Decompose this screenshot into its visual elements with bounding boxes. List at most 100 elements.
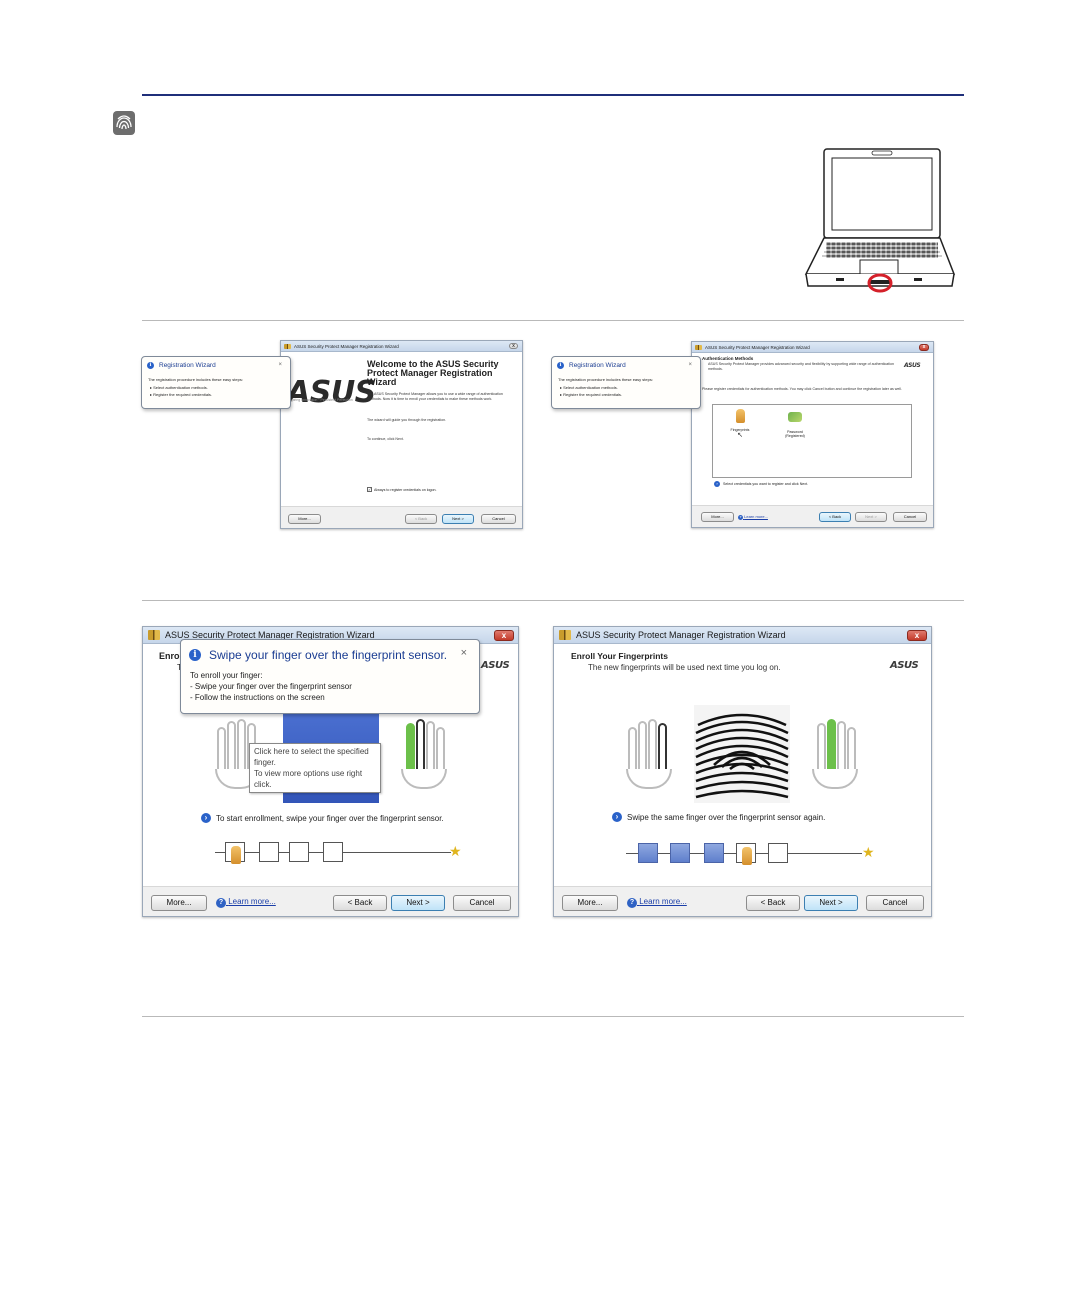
more-button[interactable]: More... — [562, 895, 618, 911]
progress-step-5 — [768, 843, 788, 863]
balloon-title: Registration Wizard — [569, 362, 626, 369]
hint-row: › To start enrollment, swipe your finger… — [201, 813, 444, 823]
asus-logo: ASUS — [904, 362, 921, 369]
next-button[interactable]: Next > — [442, 514, 474, 524]
learn-more-link[interactable]: ? Learn more... — [216, 897, 276, 908]
page-subheading: The new fingerprints will be used next t… — [588, 663, 781, 672]
header-rule — [142, 94, 964, 96]
hand-icon — [735, 409, 745, 423]
methods-list: Fingerprints ↖ Password (Registered) — [712, 404, 912, 478]
balloon-step-2: ▸ Register the required credentials. — [560, 392, 623, 397]
learn-more-link[interactable]: ? Learn more... — [627, 897, 687, 908]
fingerprint-icon — [113, 111, 135, 135]
next-button[interactable]: Next > — [804, 895, 858, 911]
method-status: (Registered) — [785, 434, 805, 438]
window-footer: More... ? Learn more... < Back Next > Ca… — [554, 886, 931, 916]
back-button[interactable]: < Back — [746, 895, 800, 911]
register-on-logon-checkbox[interactable]: ✓ Always to register credentials on logo… — [367, 487, 437, 492]
checkbox-label: Always to register credentials on logon. — [374, 487, 437, 492]
balloon-line-3: - Follow the instructions on the screen — [190, 693, 325, 702]
close-icon[interactable]: x — [509, 343, 518, 349]
fingerprints-method[interactable]: Fingerprints ↖ — [723, 409, 757, 439]
arrow-right-icon: › — [612, 812, 622, 822]
method-label: Fingerprints — [730, 428, 750, 432]
cursor-icon: ↖ — [737, 432, 743, 439]
app-icon — [559, 630, 571, 640]
welcome-body-2: The wizard will guide you through the re… — [367, 418, 447, 422]
cancel-button[interactable]: Cancel — [893, 512, 927, 522]
welcome-body-1: The ASUS Security Protect Manager allows… — [367, 392, 503, 401]
method-label: Password — [787, 430, 803, 434]
progress-step-1 — [638, 843, 658, 863]
balloon-title: Swipe your finger over the fingerprint s… — [209, 648, 448, 662]
window-titlebar[interactable]: ASUS Security Protect Manager Registrati… — [554, 627, 931, 644]
instructions: Please register credentials for authenti… — [702, 387, 902, 391]
close-icon[interactable]: × — [460, 647, 467, 659]
hint-row: › Swipe the same finger over the fingerp… — [612, 812, 825, 822]
more-button[interactable]: More... — [288, 514, 321, 524]
back-button[interactable]: < Back — [405, 514, 437, 524]
window-title: ASUS Security Protect Manager Registrati… — [294, 343, 399, 349]
close-icon[interactable]: × — [688, 362, 692, 368]
cancel-button[interactable]: Cancel — [866, 895, 924, 911]
help-icon: ? — [627, 898, 637, 908]
key-icon — [788, 412, 802, 422]
swipe-instruction-balloon: i Swipe your finger over the fingerprint… — [180, 639, 480, 714]
welcome-body-3: To continue, click Next. — [367, 437, 404, 441]
close-icon[interactable]: x — [907, 630, 927, 641]
balloon-step-1: ▸ Select authentication methods. — [150, 385, 208, 390]
window-footer: More... < Back Next > Cancel — [281, 506, 522, 528]
welcome-wizard-window: ASUS Security Protect Manager Registrati… — [280, 340, 523, 529]
left-hand[interactable] — [626, 719, 674, 789]
app-icon — [148, 630, 160, 640]
window-title: ASUS Security Protect Manager Registrati… — [705, 344, 810, 350]
laptop-illustration — [796, 146, 964, 298]
back-button[interactable]: < Back — [819, 512, 851, 522]
finger-tooltip: Click here to select the specified finge… — [249, 743, 381, 793]
asus-logo: ASUS — [890, 660, 919, 671]
registration-wizard-balloon: i Registration Wizard × The registration… — [141, 356, 291, 409]
balloon-intro: The registration procedure includes thes… — [558, 377, 653, 382]
next-button[interactable]: Next > — [391, 895, 445, 911]
info-icon: i — [557, 362, 564, 369]
progress-step-3 — [289, 842, 309, 862]
back-button[interactable]: < Back — [333, 895, 387, 911]
cancel-button[interactable]: Cancel — [453, 895, 511, 911]
arrow-right-icon: › — [201, 813, 211, 823]
window-titlebar[interactable]: ASUS Security Protect Manager Registrati… — [281, 341, 522, 352]
learn-more-link[interactable]: ? Learn more... — [738, 514, 768, 520]
window-titlebar[interactable]: ASUS Security Protect Manager Registrati… — [692, 342, 933, 353]
close-icon[interactable]: × — [278, 362, 282, 368]
more-button[interactable]: More... — [151, 895, 207, 911]
hand-icon — [231, 846, 241, 864]
checkbox-box[interactable]: ✓ — [367, 487, 372, 492]
close-icon[interactable]: x — [919, 344, 929, 351]
enroll-fingerprints-window: ASUS Security Protect Manager Registrati… — [553, 626, 932, 917]
section-heading: Authentication Methods — [702, 356, 754, 361]
hint-row: › Select credentials you want to registe… — [714, 481, 808, 487]
registration-wizard-balloon: i Registration Wizard × The registration… — [551, 356, 701, 409]
asus-logo: ASUS — [287, 375, 376, 410]
asus-logo: ASUS — [481, 660, 510, 671]
selected-finger[interactable] — [827, 719, 836, 771]
brand-tagline: Inspiring Innovation · Persistent Perfec… — [287, 398, 353, 402]
more-button[interactable]: More... — [701, 512, 734, 522]
section-subheading: ASUS Security Protect Manager provides a… — [708, 362, 894, 371]
right-hand[interactable] — [810, 719, 858, 789]
progress-step-4 — [323, 842, 343, 862]
next-button[interactable]: Next > — [855, 512, 887, 522]
star-icon: ★ — [862, 844, 875, 860]
cancel-button[interactable]: Cancel — [481, 514, 516, 524]
section-divider — [142, 1016, 964, 1017]
subheading-partial: T — [177, 663, 182, 672]
right-hand[interactable] — [399, 719, 447, 789]
help-icon: ? — [216, 898, 226, 908]
app-icon — [695, 344, 702, 350]
password-method[interactable]: Password (Registered) — [775, 409, 815, 438]
info-icon: i — [189, 649, 201, 661]
window-footer: More... ? Learn more... < Back Next > Ca… — [692, 505, 933, 527]
close-icon[interactable]: x — [494, 630, 514, 641]
progress-step-3 — [704, 843, 724, 863]
fingerprint-image — [694, 705, 790, 803]
selected-finger[interactable] — [406, 723, 415, 771]
